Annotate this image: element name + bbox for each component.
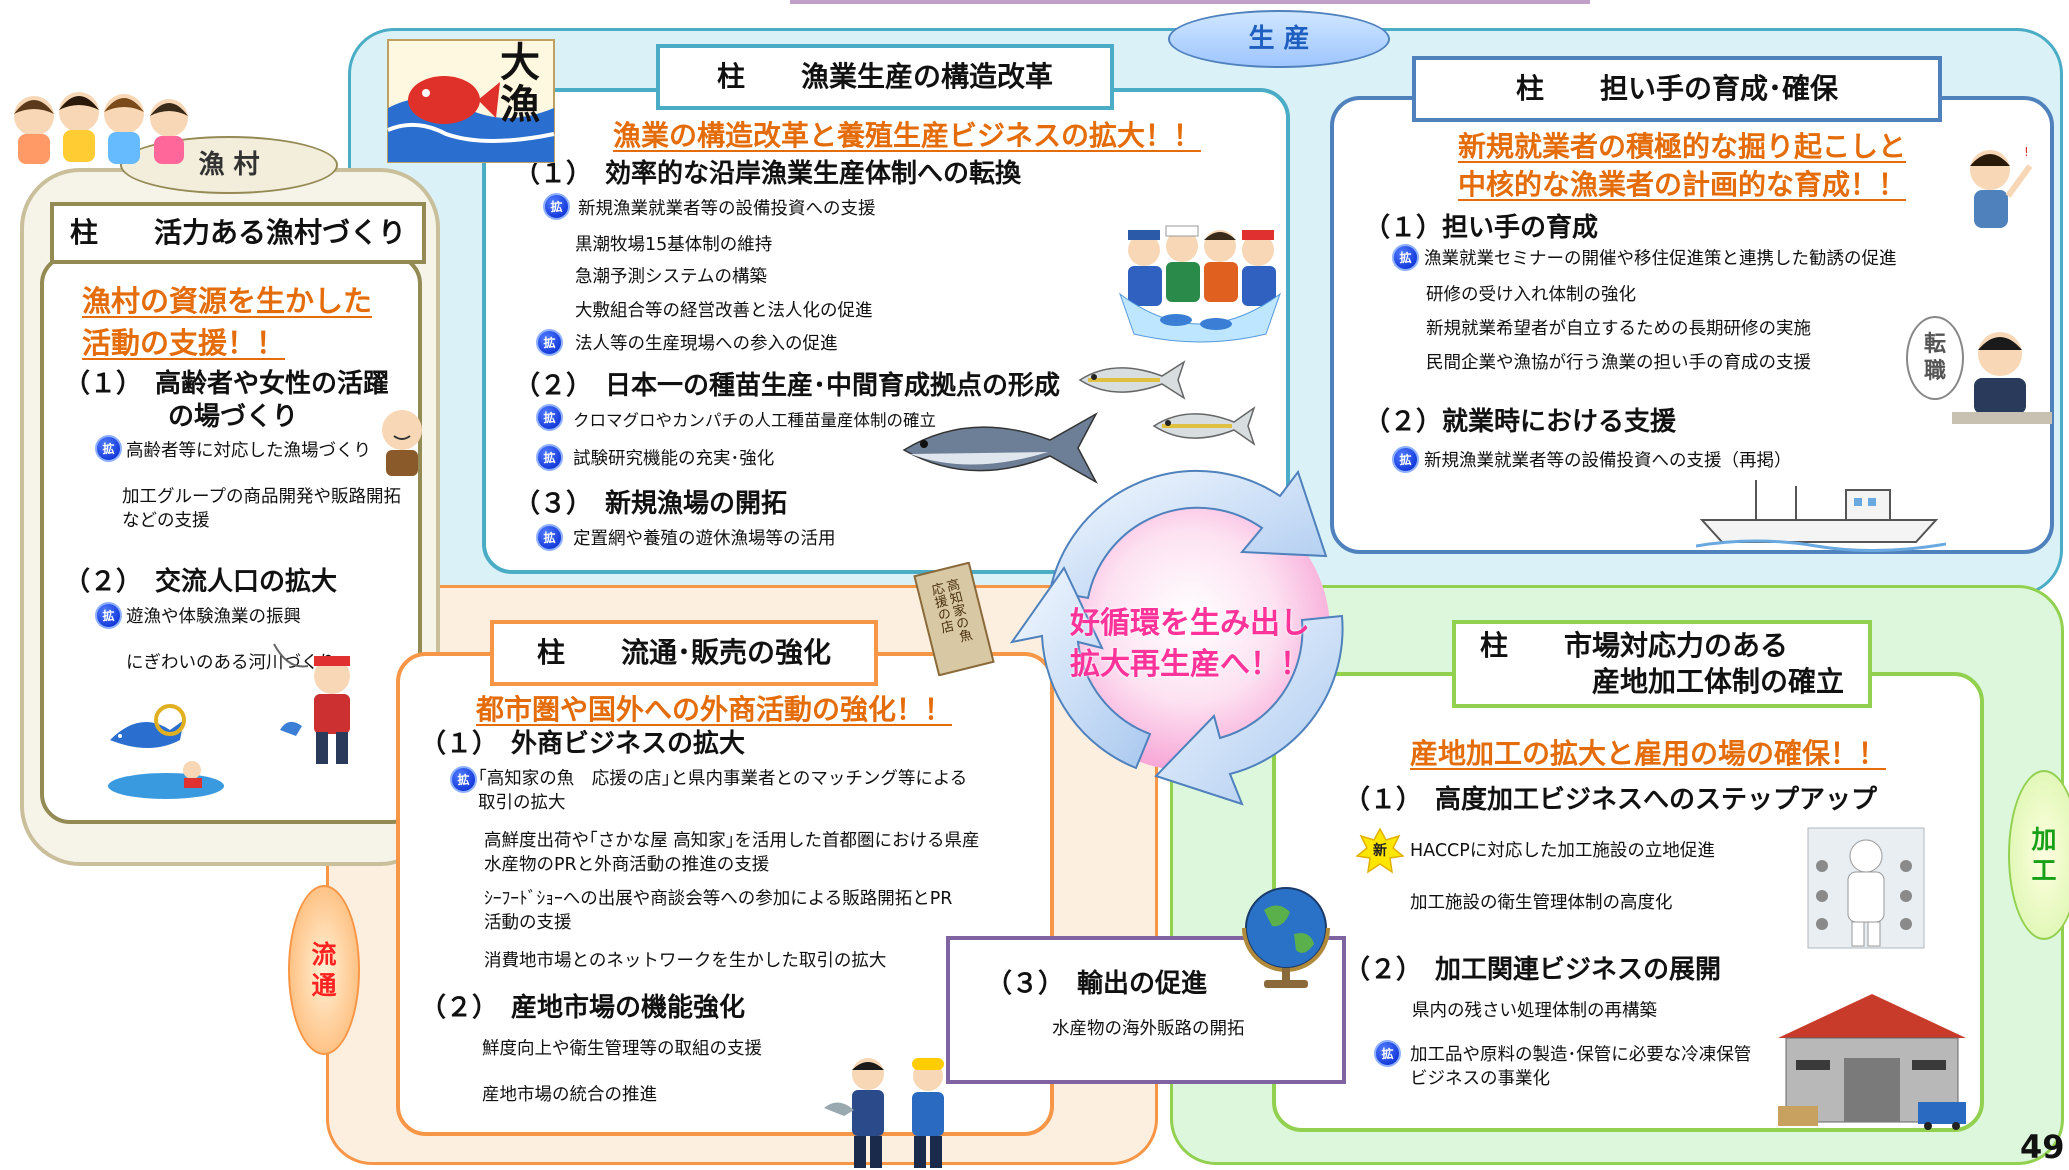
- processing-label: 加 工: [2008, 770, 2069, 940]
- structure-s1-item4: 大敷組合等の経営改善と法人化の促進: [575, 301, 873, 321]
- fishmonger-couple-icon: [824, 1058, 944, 1168]
- structure-s1-item3: 急潮予測システムの構築: [575, 267, 767, 287]
- village-s1-item1: 高齢者等に対応した漁場づくり: [126, 441, 371, 461]
- distribution-slogan: 都市圏や国外への外商活動の強化！！: [476, 693, 953, 726]
- distribution-label: 流 通: [288, 885, 360, 1055]
- workforce-slogan: 新規就業者の積極的な掘り起こしと 中核的な漁業者の計画的な育成！！: [1458, 130, 1907, 201]
- workforce-s1-item2: 研修の受け入れ体制の強化: [1426, 285, 1636, 305]
- tuna-fish-icon: [902, 412, 1098, 484]
- elderly-man-icon: [382, 410, 422, 476]
- village-slogan: 漁村の資源を生かした 活動の支援！！: [82, 284, 373, 361]
- processing-s2-item2: 加工品や原料の製造･保管に必要な冷凍保管 ビジネスの事業化: [1410, 1045, 1752, 1089]
- structure-s3-item1: 定置網や養殖の遊休漁場等の活用: [573, 529, 836, 549]
- distribution-panel: [396, 652, 1054, 1136]
- expand-badge: 拡: [536, 524, 563, 551]
- structure-s2-item1: クロマグロやカンパチの人工種苗量産体制の確立: [573, 411, 936, 430]
- expand-badge: 拡: [536, 444, 563, 471]
- distribution-s2-item2: 産地市場の統合の推進: [482, 1085, 657, 1105]
- processing-s1-item2: 加工施設の衛生管理体制の高度化: [1410, 893, 1673, 913]
- export-item1: 水産物の海外販路の開拓: [1052, 1019, 1245, 1039]
- processing-slogan: 産地加工の拡大と雇用の場の確保！！: [1410, 737, 1887, 770]
- distribution-pillar-title: 柱 流通･販売の強化: [490, 620, 878, 686]
- structure-sec2: （２） 日本一の種苗生産･中間育成拠点の形成: [514, 371, 1061, 401]
- structure-s1-item5: 法人等の生産現場への参入の促進: [575, 334, 838, 354]
- structure-s2-item2: 試験研究機能の充実･強化: [573, 449, 775, 469]
- structure-s1-item2: 黒潮牧場15基体制の維持: [575, 235, 773, 255]
- globe-icon: [1242, 887, 1330, 988]
- dolphin-experience-icon: [108, 704, 224, 799]
- tairyo-flag-icon: [387, 39, 555, 163]
- distribution-s1-item1: ｢高知家の魚 応援の店｣と県内事業者とのマッチング等による 取引の拡大: [478, 769, 968, 813]
- processing-sec2: （２） 加工関連ビジネスの展開: [1344, 955, 1722, 985]
- village-sec1: （１） 高齢者や女性の活躍 の場づくり: [64, 369, 390, 432]
- expand-badge: 拡: [1392, 446, 1419, 473]
- workforce-sec1: （１）担い手の育成: [1364, 213, 1599, 243]
- village-sec2: （２） 交流人口の拡大: [64, 567, 338, 597]
- distribution-s1-item3: ｼｰﾌｰﾄﾞｼｮｰへの出展や商談会等への参加による販路開拓とPR 活動の支援: [484, 889, 953, 933]
- fish-shop-sign-icon: [913, 562, 995, 676]
- new-badge-label: 新: [1373, 843, 1387, 859]
- expand-badge: 拡: [543, 193, 570, 220]
- cheering-fisherman-icon: !: [1970, 145, 2033, 228]
- workforce-s1-item3: 新規就業希望者が自立するための長期研修の実施: [1426, 319, 1811, 339]
- hygiene-worker-icon: [1807, 827, 1925, 949]
- structure-pillar-title: 柱 漁業生産の構造改革: [656, 44, 1114, 110]
- cycle-arrows-icon: [1009, 469, 1344, 806]
- distribution-s2-item1: 鮮度向上や衛生管理等の取組の支援: [482, 1039, 762, 1059]
- workforce-s1-item4: 民間企業や漁協が行う漁業の担い手の育成の支援: [1426, 353, 1811, 373]
- workforce-s2-item1: 新規漁業就業者等の設備投資への支援（再掲）: [1424, 451, 1792, 471]
- angler-icon: [273, 643, 350, 764]
- production-label: 生 産: [1168, 10, 1390, 68]
- expand-badge: 拡: [536, 404, 563, 431]
- expand-badge: 拡: [1374, 1040, 1401, 1067]
- workforce-sec2: （２）就業時における支援: [1364, 407, 1677, 437]
- workforce-pillar-title: 柱 担い手の育成･確保: [1412, 56, 1942, 122]
- amberjack-fish-icon: [1152, 406, 1256, 446]
- workforce-s1-item1: 漁業就業セミナーの開催や移住促進策と連携した勧誘の促進: [1424, 249, 1897, 269]
- village-s1-item2: 加工グループの商品開発や販路開拓 などの支援: [122, 487, 401, 531]
- center-slogan: 好循環を生み出し 拡大再生産へ！！: [1070, 606, 1310, 682]
- fishermen-illustration-icon: [1118, 225, 1282, 343]
- processing-s1-item1: HACCPに対応した加工施設の立地促進: [1410, 841, 1715, 861]
- expand-badge: 拡: [95, 435, 122, 462]
- expand-badge: 拡: [450, 766, 477, 793]
- village-s2-item1: 遊漁や体験漁業の振興: [126, 607, 301, 627]
- distribution-sec2: （２） 産地市場の機能強化: [420, 993, 746, 1023]
- tairyo-flag-text: 大漁: [500, 40, 540, 128]
- new-badge-icon: [1356, 828, 1404, 874]
- children-illustration-icon: [14, 92, 188, 164]
- processing-sec1: （１） 高度加工ビジネスへのステップアップ: [1344, 785, 1878, 815]
- processing-s2-item1: 県内の残さい処理体制の再構築: [1412, 1001, 1657, 1021]
- expand-badge: 拡: [1392, 244, 1419, 271]
- page-number: 49: [2020, 1128, 2065, 1166]
- structure-slogan: 漁業の構造改革と養殖生産ビジネスの拡大！！: [613, 119, 1202, 152]
- structure-s1-item1: 新規漁業就業者等の設備投資への支援: [578, 199, 876, 219]
- cold-storage-warehouse-icon: [1778, 994, 1966, 1130]
- top-bar: [790, 0, 1590, 4]
- svg-text:!: !: [2024, 145, 2029, 159]
- distribution-s1-item2: 高鮮度出荷や｢さかな屋 高知家｣を活用した首都圏における県産 水産物のPRと外商…: [484, 831, 980, 875]
- expand-badge: 拡: [95, 602, 122, 629]
- structure-sec1: （１） 効率的な沿岸漁業生産体制への転換: [514, 159, 1022, 189]
- distribution-s1-item4: 消費地市場とのネットワークを生かした取引の拡大: [484, 951, 887, 971]
- amberjack-fish-icon: [1078, 360, 1186, 400]
- structure-sec3: （３） 新規漁場の開拓: [514, 489, 788, 519]
- processing-pillar-title: 柱 市場対応力のある 産地加工体制の確立: [1452, 620, 1872, 708]
- export-sec3: （３） 輸出の促進: [986, 969, 1208, 999]
- village-pillar-title: 柱 活力ある漁村づくり: [50, 202, 426, 264]
- distribution-sec1: （１） 外商ビジネスの拡大: [420, 729, 746, 759]
- businessman-illustration-icon: [1952, 332, 2052, 424]
- expand-badge: 拡: [536, 329, 563, 356]
- fishing-boat-icon: [1696, 480, 1946, 552]
- job-change-bubble: 転 職: [1906, 316, 1964, 400]
